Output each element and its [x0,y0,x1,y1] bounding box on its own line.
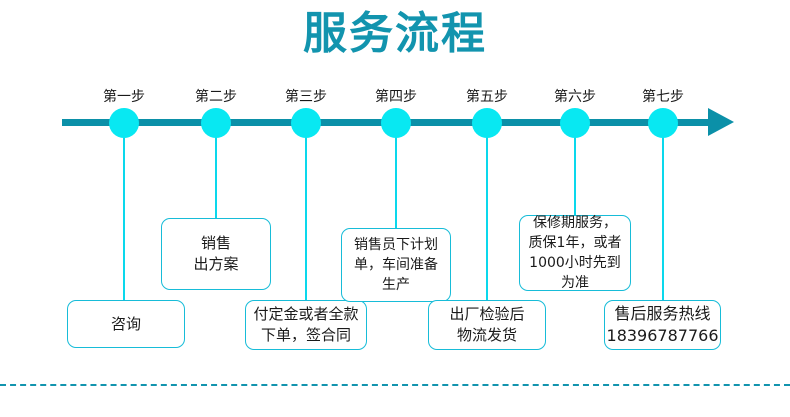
step-connector-1 [123,126,125,300]
step-box-text-3: 付定金或者全款 下单，签合同 [253,305,359,344]
page-title: 服务流程 [303,8,487,59]
step-label-1: 第一步 [103,89,145,105]
step-label-5: 第五步 [466,89,508,105]
step-connector-2 [215,126,217,218]
step-node-1[interactable] [109,108,139,138]
footer-divider [0,384,790,386]
step-box-1[interactable]: 咨询 [67,300,185,348]
step-node-4[interactable] [381,108,411,138]
step-node-6[interactable] [560,108,590,138]
step-label-7: 第七步 [642,89,684,105]
step-box-text-1: 咨询 [110,314,141,333]
step-label-2: 第二步 [195,89,237,105]
step-connector-3 [305,126,307,300]
step-node-7[interactable] [648,108,678,138]
step-node-3[interactable] [291,108,321,138]
timeline-arrow-icon [708,108,734,136]
step-connector-4 [395,126,397,228]
step-box-3[interactable]: 付定金或者全款 下单，签合同 [245,300,367,350]
step-box-text-6: 保修期服务， 质保1年，或者 1000小时先到为准 [528,215,622,291]
step-node-2[interactable] [201,108,231,138]
step-connector-7 [662,126,664,300]
step-connector-6 [574,126,576,215]
step-label-3: 第三步 [285,89,327,105]
step-box-7[interactable]: 售后服务热线 18396787766 [604,300,721,350]
step-box-text-2: 销售 出方案 [193,234,239,273]
step-label-4: 第四步 [375,89,417,105]
step-box-text-4: 销售员下计划 单，车间准备 生产 [354,237,438,293]
step-box-text-5: 出厂检验后 物流发货 [449,305,525,344]
step-label-6: 第六步 [554,89,596,105]
step-box-4[interactable]: 销售员下计划 单，车间准备 生产 [341,228,451,302]
step-node-5[interactable] [472,108,502,138]
step-box-6[interactable]: 保修期服务， 质保1年，或者 1000小时先到为准 [519,215,631,291]
step-box-2[interactable]: 销售 出方案 [161,218,271,290]
step-box-text-7: 售后服务热线 18396787766 [606,304,719,345]
step-box-5[interactable]: 出厂检验后 物流发货 [428,300,546,350]
step-connector-5 [486,126,488,300]
